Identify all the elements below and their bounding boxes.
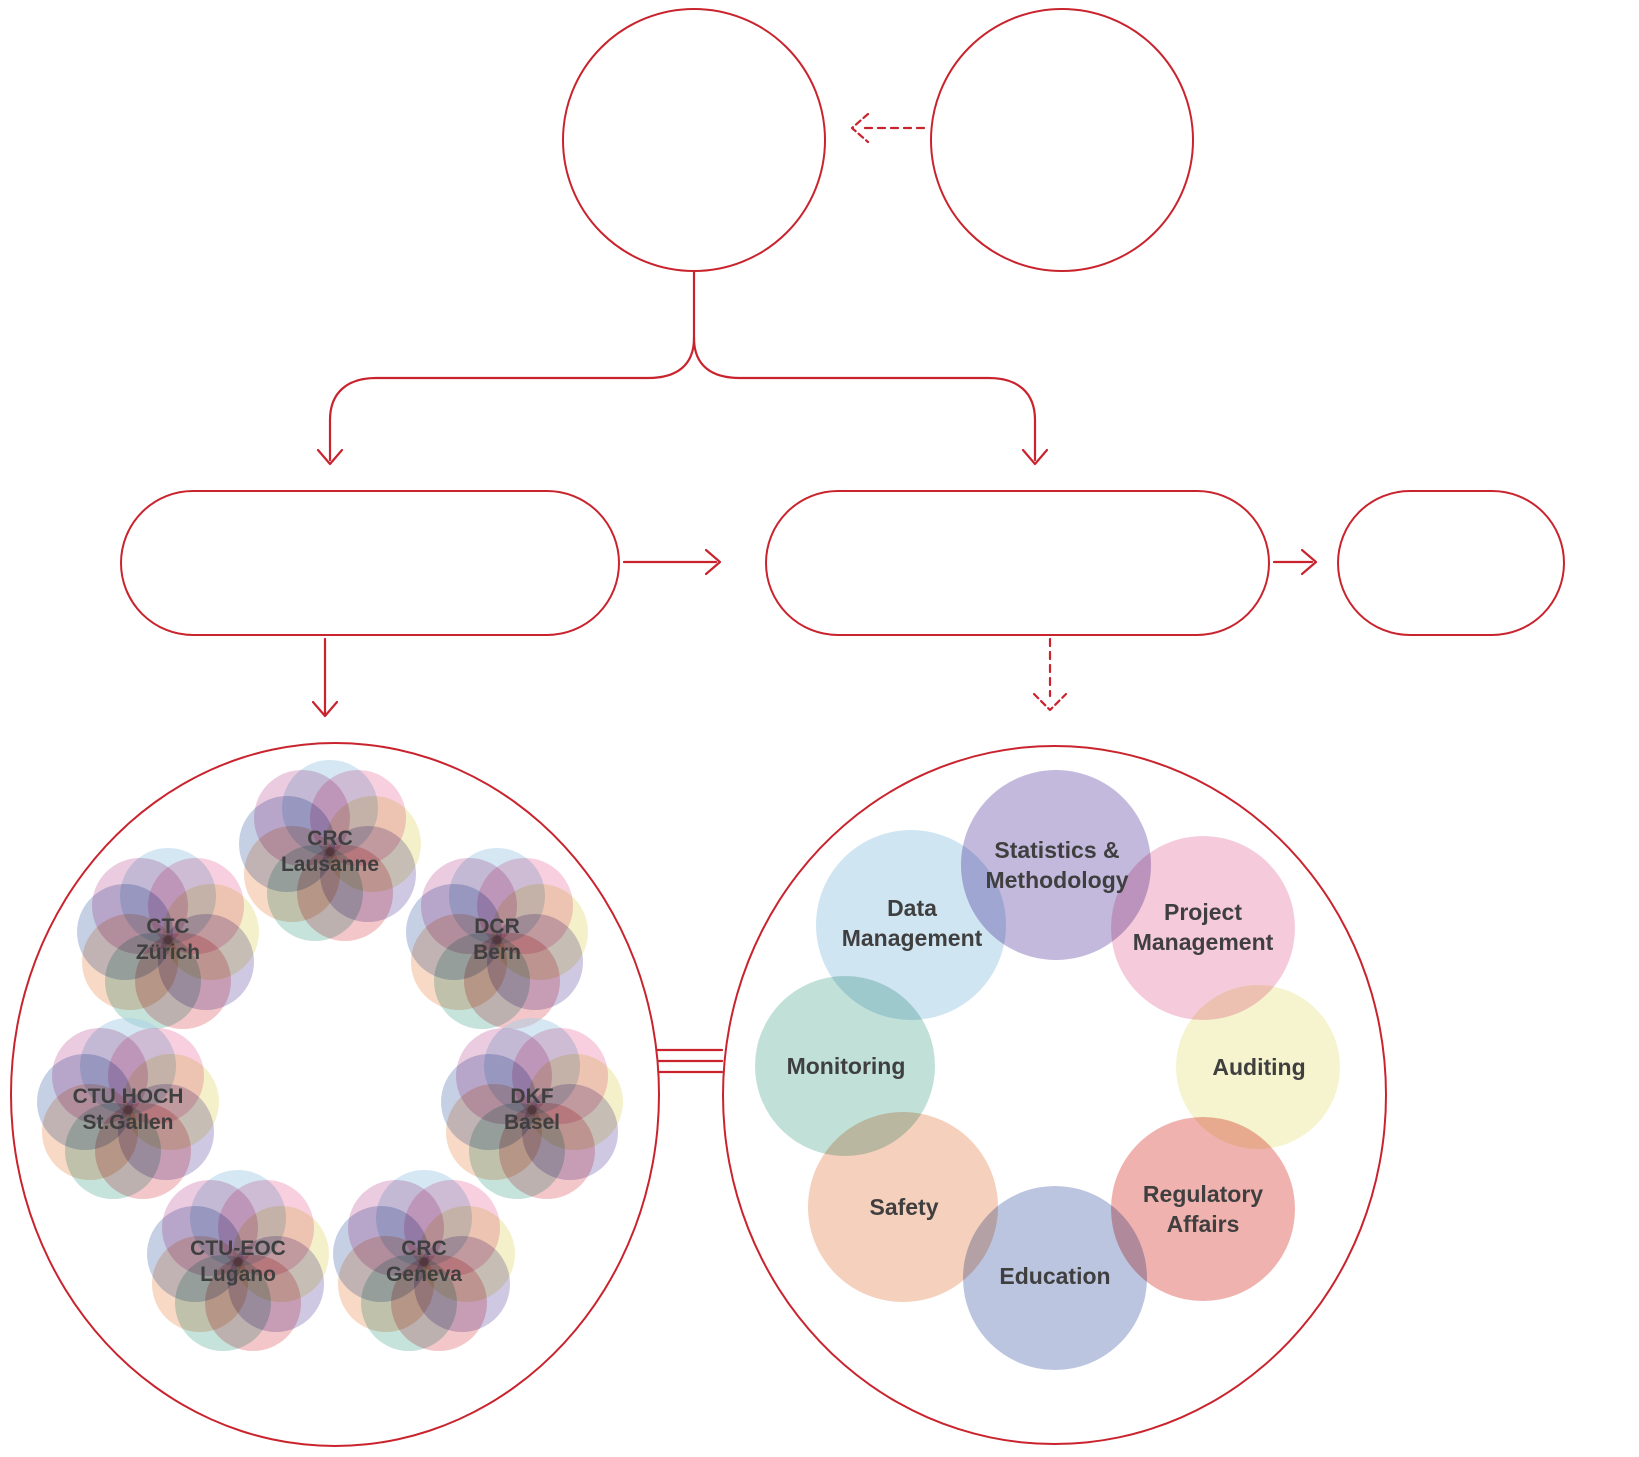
branch-left-line — [328, 336, 696, 462]
flower-petal — [51, 1028, 148, 1125]
process-box-far-right — [1337, 490, 1565, 636]
flower-petal — [420, 858, 517, 955]
member-place: St.Gallen — [82, 1111, 174, 1134]
member-label: CTC Zürich — [136, 914, 200, 967]
member-name: CTU-EOC — [190, 1236, 286, 1260]
member-label: CTU-EOC Lugano — [190, 1236, 286, 1289]
service-label-monitoring: Monitoring — [786, 1053, 906, 1080]
hub-connector-triple-line — [654, 1048, 724, 1074]
process-box-right — [765, 490, 1270, 636]
member-name: DCR — [474, 914, 520, 938]
flower-petal — [347, 1180, 444, 1277]
member-cluster-crc-lausanne: CRC Lausanne — [238, 760, 422, 942]
member-cluster-ctc-zurich: CTC Zürich — [76, 848, 260, 1030]
service-label-statistics-methodology: Statistics & Methodology — [985, 837, 1129, 893]
member-place: Zürich — [135, 941, 201, 964]
member-label: CRC Geneva — [386, 1236, 462, 1289]
box-right-to-small-arrowhead-icon — [1300, 548, 1318, 576]
process-box-left — [120, 490, 620, 636]
box-left-down-arrowhead-icon — [311, 700, 339, 718]
member-place: Bern — [473, 941, 521, 964]
member-place: Geneva — [386, 1263, 462, 1286]
service-label-auditing: Auditing — [1212, 1054, 1306, 1081]
member-name: CRC — [401, 1236, 447, 1260]
box-right-down-dashed-arrowhead-icon — [1032, 692, 1068, 712]
member-name: CTU HOCH — [72, 1084, 184, 1108]
service-label-safety: Safety — [869, 1194, 939, 1221]
member-cluster-dkf-basel: DKF Basel — [440, 1018, 624, 1200]
flower-petal — [91, 858, 188, 955]
top-left-circle-node — [562, 8, 826, 272]
box-left-to-right-arrowhead-icon — [704, 548, 722, 576]
service-label-project-management: Project Management — [1132, 899, 1274, 955]
member-cluster-ctu-eoc-lugano: CTU-EOC Lugano — [146, 1170, 330, 1352]
flower-petal — [161, 1180, 258, 1277]
member-label: DKF Basel — [504, 1084, 560, 1137]
member-place: Lugano — [200, 1263, 276, 1286]
branch-right-line — [692, 336, 1037, 462]
service-label-data-management: Data Management — [841, 895, 983, 951]
top-dashed-arrowhead-icon — [850, 112, 870, 144]
branch-right-arrowhead-icon — [1021, 448, 1049, 466]
service-label-regulatory-affairs: Regulatory Affairs — [1142, 1181, 1264, 1237]
member-label: CRC Lausanne — [281, 826, 379, 879]
member-label: CTU HOCH St.Gallen — [73, 1084, 184, 1137]
flower-petal — [455, 1028, 552, 1125]
branch-left-arrowhead-icon — [316, 448, 344, 466]
member-name: CTC — [146, 914, 190, 938]
member-cluster-dcr-bern: DCR Bern — [405, 848, 589, 1030]
flower-petal — [253, 770, 350, 867]
service-label-education: Education — [999, 1263, 1111, 1290]
member-label: DCR Bern — [473, 914, 521, 967]
member-cluster-ctu-hoch-stgallen: CTU HOCH St.Gallen — [36, 1018, 220, 1200]
member-cluster-crc-geneva: CRC Geneva — [332, 1170, 516, 1352]
member-place: Lausanne — [280, 853, 380, 876]
member-name: DKF — [510, 1084, 554, 1108]
member-name: CRC — [307, 826, 353, 850]
member-place: Basel — [503, 1111, 561, 1134]
top-right-circle-node — [930, 8, 1194, 272]
